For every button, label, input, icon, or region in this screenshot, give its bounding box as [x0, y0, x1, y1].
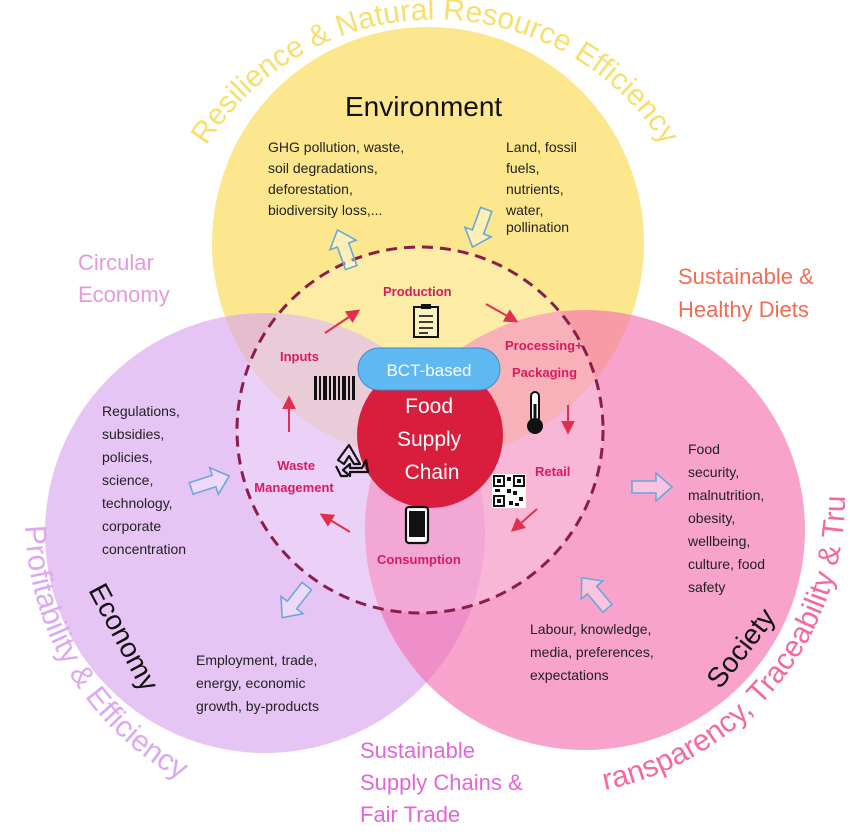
soc-output-6: culture, food — [688, 556, 765, 572]
stage-consumption: Consumption — [377, 552, 461, 567]
barcode-icon — [314, 376, 355, 400]
soc-output-4: obesity, — [688, 510, 735, 526]
soc-output-5: wellbeing, — [687, 533, 750, 549]
stage-processing: Processing+ Packaging — [505, 338, 586, 380]
arrow-eco-out-icon — [280, 581, 313, 619]
soc-output-7: safety — [688, 579, 725, 595]
environment-resources: Land, fossil fuels, nutrients, water, po… — [505, 139, 581, 235]
env-resource-5: pollination — [506, 219, 569, 235]
env-impact-3: deforestation, — [268, 181, 353, 197]
food-supply-chain-core — [357, 362, 503, 508]
soc-input-2: media, preferences, — [530, 644, 654, 660]
stage-production: Production — [383, 284, 452, 299]
eco-input-3: policies, — [102, 449, 153, 465]
stage-waste-management: Waste Management — [254, 458, 334, 495]
env-resource-2: fuels, — [506, 160, 539, 176]
bct-based-label: BCT-based — [386, 361, 471, 380]
clipboard-icon — [413, 304, 439, 338]
env-resource-4: water, — [505, 202, 543, 218]
smartphone-icon — [404, 505, 430, 545]
stage-processing-line-1: Processing+ — [505, 338, 583, 353]
arrow-soc-out-icon — [631, 471, 674, 503]
arrow-env-in-icon — [463, 206, 494, 249]
qr-code-icon — [492, 474, 526, 508]
env-resource-3: nutrients, — [506, 181, 564, 197]
soc-output-3: malnutrition, — [688, 487, 764, 503]
supply-chains-line-2: Supply Chains & — [360, 770, 523, 795]
env-resource-1: Land, fossil — [506, 139, 577, 155]
eco-input-2: subsidies, — [102, 426, 164, 442]
soc-output-1: Food — [688, 441, 720, 457]
circular-economy-label: Circular Economy — [78, 250, 170, 307]
thermometer-icon — [527, 391, 543, 434]
arrow-consumption-to-waste — [319, 513, 351, 533]
soc-input-3: expectations — [530, 667, 609, 683]
healthy-diets-line-2: Healthy Diets — [678, 297, 809, 322]
stage-waste-line-1: Waste — [277, 458, 315, 473]
arrow-retail-to-consumption — [510, 508, 538, 532]
healthy-diets-line-1: Sustainable & — [678, 264, 814, 289]
soc-output-2: security, — [688, 464, 739, 480]
stage-waste-line-2: Management — [254, 480, 334, 495]
supply-chains-line-1: Sustainable — [360, 738, 475, 763]
eco-output-1: Employment, trade, — [196, 652, 317, 668]
arrow-eco-in-icon — [188, 466, 231, 497]
society-inputs: Labour, knowledge, media, preferences, e… — [530, 621, 658, 683]
recycle-icon — [335, 443, 370, 478]
arrow-production-to-processing — [485, 303, 519, 323]
arrow-soc-in-icon — [580, 576, 614, 614]
cycle-arrows — [282, 303, 575, 533]
eco-output-2: energy, economic — [196, 675, 305, 691]
bct-based-badge — [357, 347, 501, 391]
economy-outputs: Employment, trade, energy, economic grow… — [196, 652, 321, 714]
env-impact-2: soil degradations, — [268, 160, 378, 176]
environment-title: Environment — [345, 91, 502, 122]
environment-impacts: GHG pollution, waste, soil degradations,… — [268, 139, 408, 218]
env-impact-1: GHG pollution, waste, — [268, 139, 404, 155]
society-outputs: Food security, malnutrition, obesity, we… — [687, 441, 769, 595]
stage-processing-line-2: Packaging — [512, 365, 577, 380]
circular-economy-line-2: Economy — [78, 282, 170, 307]
supply-chains-line-3: Fair Trade — [360, 802, 460, 827]
center-title-line-1: Food — [405, 395, 453, 418]
eco-output-3: growth, by-products — [196, 698, 319, 714]
stage-retail: Retail — [535, 464, 570, 479]
soc-input-1: Labour, knowledge, — [530, 621, 651, 637]
env-impact-4: biodiversity loss,... — [268, 202, 382, 218]
eco-input-4: science, — [102, 472, 153, 488]
healthy-diets-label: Sustainable & Healthy Diets — [678, 264, 820, 322]
supply-chains-label: Sustainable Supply Chains & Fair Trade — [360, 738, 529, 827]
arrow-inputs-to-production — [324, 309, 361, 334]
flow-arrows — [188, 206, 674, 619]
center-title-line-2: Supply — [397, 428, 462, 451]
eco-input-6: corporate — [102, 518, 161, 534]
center-title-line-3: Chain — [405, 461, 460, 484]
eco-input-7: concentration — [102, 541, 186, 557]
circular-economy-line-1: Circular — [78, 250, 154, 275]
economy-inputs: Regulations, subsidies, policies, scienc… — [102, 403, 186, 557]
stage-inputs: Inputs — [280, 349, 319, 364]
eco-input-5: technology, — [102, 495, 173, 511]
food-supply-chain-title: Food Supply Chain — [397, 395, 467, 484]
eco-input-1: Regulations, — [102, 403, 180, 419]
arrow-env-out-icon — [328, 228, 359, 271]
